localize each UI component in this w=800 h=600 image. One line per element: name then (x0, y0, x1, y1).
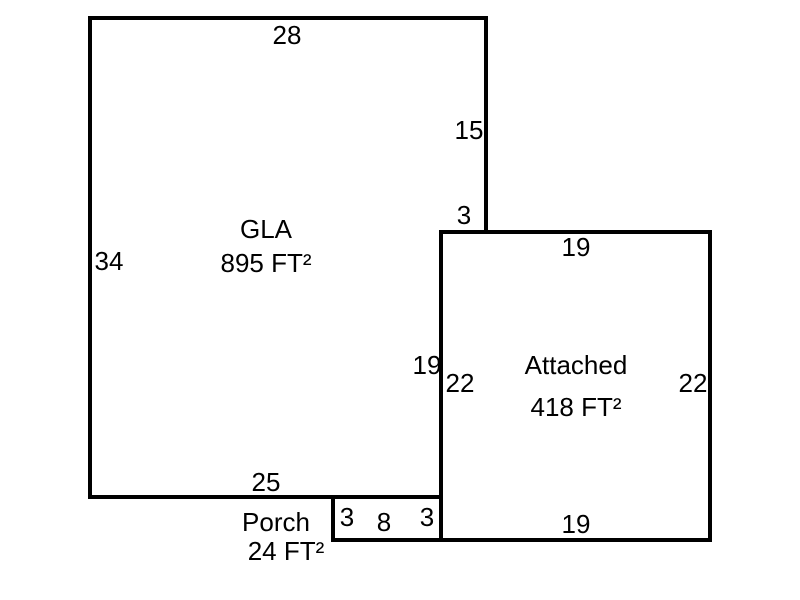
gla-dim-top: 28 (273, 20, 302, 50)
attached-label: Attached (525, 350, 628, 380)
attached-dim-right: 22 (679, 368, 708, 398)
gla-dim-left: 34 (95, 246, 124, 276)
porch-dim-bottom: 8 (377, 507, 391, 537)
porch-label: Porch (242, 507, 310, 537)
attached-area: 418 FT² (530, 392, 621, 422)
attached-dim-left: 22 (446, 368, 475, 398)
attached-outline (439, 230, 712, 542)
porch-area: 24 FT² (248, 536, 325, 566)
porch-dim-right: 3 (420, 502, 434, 532)
gla-dim-right-lower: 19 (413, 350, 442, 380)
gla-label: GLA (240, 214, 293, 244)
gla-dim-bottom: 25 (252, 467, 281, 497)
gla-area: 895 FT² (220, 248, 311, 278)
porch-dim-left: 3 (340, 502, 354, 532)
attached-dim-top: 19 (562, 232, 591, 262)
attached-dim-bottom: 19 (562, 509, 591, 539)
gla-dim-step: 3 (457, 200, 471, 230)
gla-dim-right-upper: 15 (455, 115, 484, 145)
